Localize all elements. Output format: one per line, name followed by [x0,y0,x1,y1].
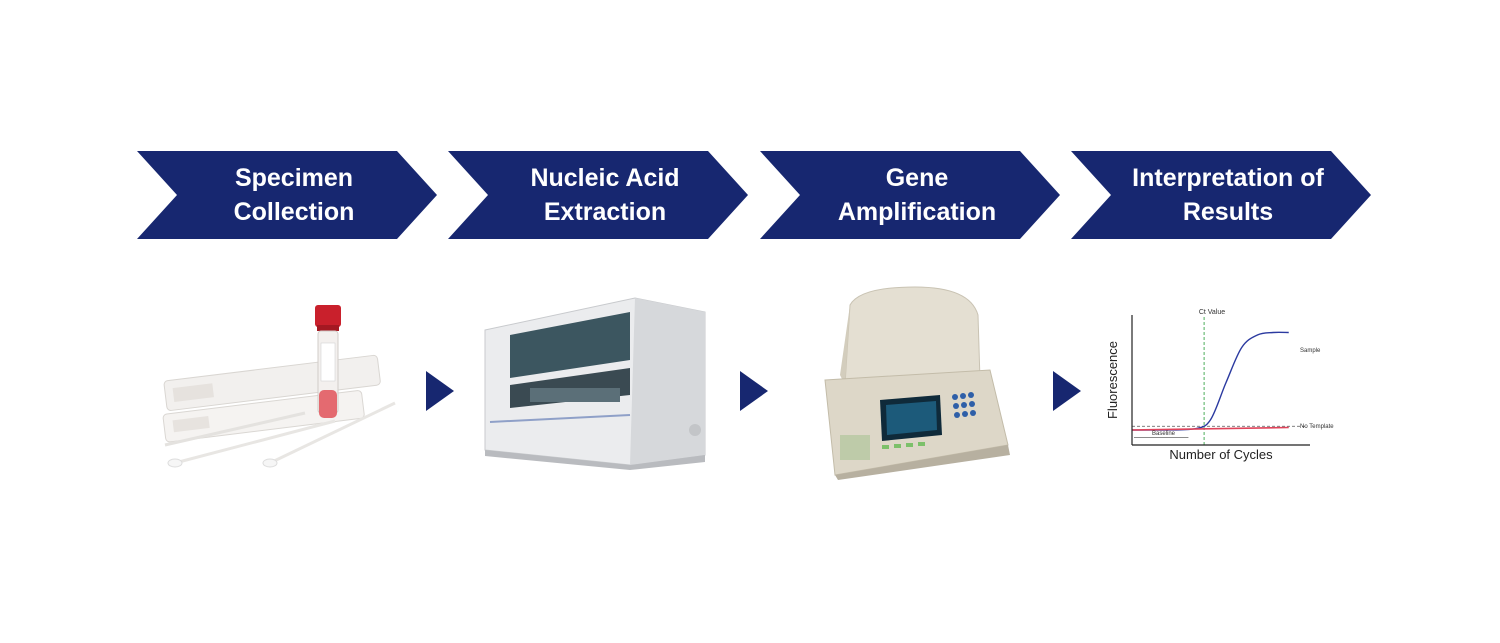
step-label: Nucleic Acid Extraction [530,164,680,226]
chevron-shape [137,151,437,239]
step-specimen-collection: Specimen Collection [137,151,437,239]
swab-kit-illustration [162,305,396,468]
thermal-cycler-illustration [824,286,1010,480]
series-label-no-template: No Template [1300,424,1334,430]
arrow-right-icon [740,371,768,411]
chevron-shape [760,151,1060,239]
step-gene-amplification: Gene Amplification [760,151,1060,239]
y-axis-label: Fluorescence [1105,341,1120,419]
x-axis-label: Number of Cycles [1169,447,1273,462]
step-label: Interpretation of Results [1132,164,1324,226]
step-label: Specimen Collection [233,164,355,226]
series-label-sample: Sample [1300,348,1321,354]
step-nucleic-acid-extraction: Nucleic Acid Extraction [448,151,748,239]
baseline-label: Baseline [1152,431,1176,437]
arrow-right-icon [426,371,454,411]
series-line-no-template [1131,426,1289,431]
chart-plot-area [1131,317,1307,445]
amplification-chart: Fluorescence Number of Cycles Ct Value B… [1105,309,1334,462]
chevron-shape [448,151,748,239]
extraction-instrument-illustration [484,297,706,470]
ct-value-label: Ct Value [1199,309,1225,316]
step-label: Gene Amplification [837,164,997,226]
chevron-shape [1071,151,1371,239]
step-interpretation-of-results: Interpretation of Results [1071,151,1371,239]
arrow-right-icon [1053,371,1081,411]
series-line-sample [1131,331,1289,431]
